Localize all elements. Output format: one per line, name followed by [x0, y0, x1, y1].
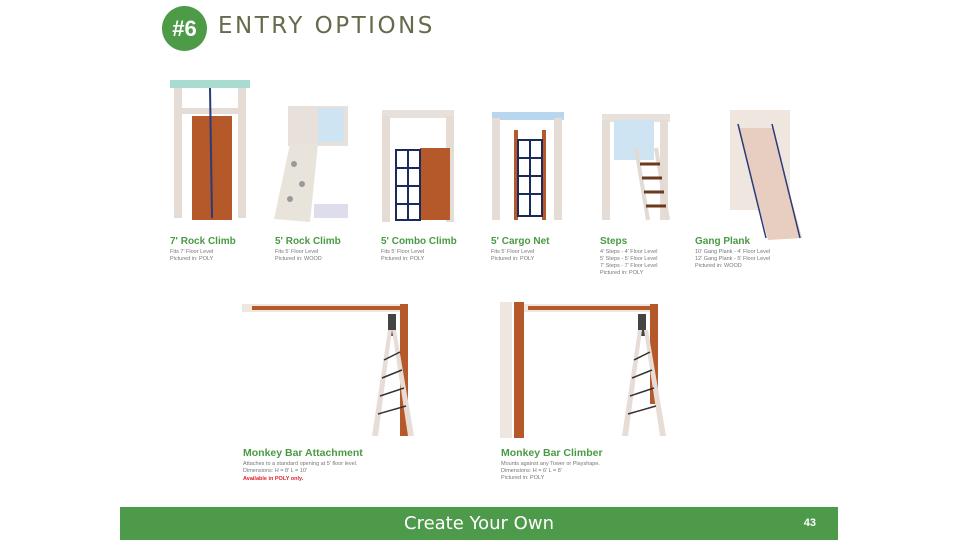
product-detail: 4' Steps - 4' Floor Level [600, 249, 658, 255]
product-name: Monkey Bar Attachment [243, 447, 363, 459]
product-caption: 5' Rock Climb Fits 5' Floor Level Pictur… [275, 236, 341, 263]
product-caption: 5' Cargo Net Fits 5' Floor Level Picture… [491, 236, 550, 263]
product-detail: 12' Gang Plank - 5' Floor Level [695, 256, 771, 262]
product-detail: Pictured in: POLY [381, 256, 425, 262]
product-detail: Dimensions: H = 8' L = 10' [243, 468, 307, 474]
product-caption: 5' Combo Climb Fits 5' Floor Level Pictu… [381, 236, 457, 263]
footer-text: Create Your Own [404, 513, 554, 534]
product-detail: Pictured in: WOOD [695, 263, 742, 269]
product-name: Steps [600, 236, 628, 247]
monkey-bar-climber-image [500, 300, 675, 440]
product-detail: Fits 5' Floor Level [381, 249, 425, 255]
product-detail: 5' Steps - 5' Floor Level [600, 256, 658, 262]
product-detail: Pictured in: POLY [501, 475, 545, 481]
product-caption: 7' Rock Climb Fits 7' Floor Level Pictur… [170, 236, 236, 263]
product-name: Monkey Bar Climber [501, 447, 603, 459]
product-detail: Pictured in: WOOD [275, 256, 322, 262]
product-detail: 7' Steps - 7' Floor Level [600, 263, 658, 269]
product-detail: Mounts against any Tower or Playshape. [501, 461, 600, 467]
section-number-badge: #6 [162, 6, 207, 51]
gang-plank-image [722, 108, 804, 244]
product-detail: 10' Gang Plank - 4' Floor Level [695, 249, 771, 255]
product-name: 5' Rock Climb [275, 236, 341, 247]
product-detail: Pictured in: POLY [170, 256, 214, 262]
page-title: ENTRY OPTIONS [218, 13, 435, 39]
product-detail: Fits 5' Floor Level [491, 249, 535, 255]
product-detail: Dimensions: H = 6' L = 8' [501, 468, 562, 474]
product-detail: Fits 7' Floor Level [170, 249, 214, 255]
product-caption: Steps 4' Steps - 4' Floor Level 5' Steps… [600, 236, 657, 277]
footer-bar: Create Your Own 43 [120, 507, 838, 540]
product-name: 7' Rock Climb [170, 236, 236, 247]
product-name: 5' Cargo Net [491, 236, 550, 247]
product-caption: Monkey Bar Attachment Attaches to a stan… [243, 447, 363, 483]
product-detail: Pictured in: POLY [491, 256, 535, 262]
product-name: 5' Combo Climb [381, 236, 457, 247]
product-detail: Attaches to a standard opening at 5' flo… [243, 461, 358, 467]
rock-climb-7-image [170, 78, 252, 223]
product-caption: Gang Plank 10' Gang Plank - 4' Floor Lev… [695, 236, 770, 270]
product-detail: Fits 5' Floor Level [275, 249, 319, 255]
monkey-bar-attachment-image [242, 300, 417, 440]
rock-climb-5-image [270, 104, 352, 224]
combo-climb-image [380, 108, 456, 224]
availability-note: Available in POLY only. [243, 476, 304, 482]
cargo-net-image [490, 110, 566, 222]
page-number: 43 [803, 517, 816, 529]
product-caption: Monkey Bar Climber Mounts against any To… [501, 447, 603, 482]
steps-image [600, 112, 672, 222]
product-name: Gang Plank [695, 236, 751, 247]
product-detail: Pictured in: POLY [600, 270, 644, 276]
